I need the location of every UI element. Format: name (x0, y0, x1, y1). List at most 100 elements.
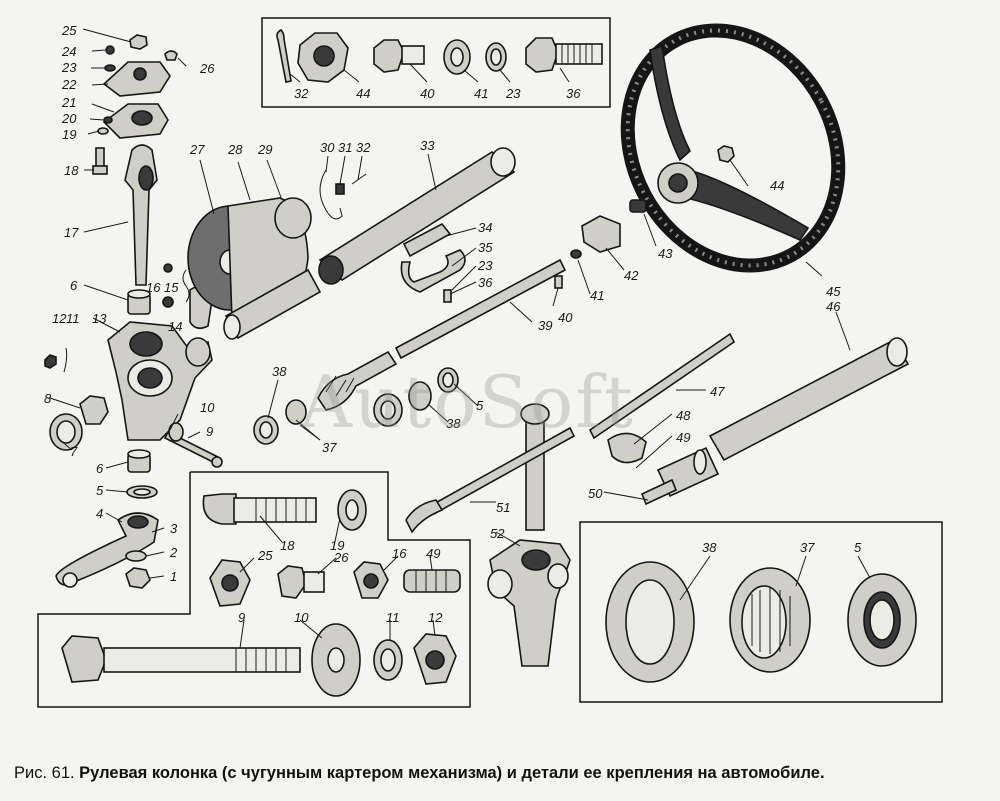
spring-washer-part-11-inset (373, 639, 403, 681)
label-38-mid: 38 (446, 416, 461, 431)
bolt-part-40-mid (554, 275, 563, 289)
washer-part-41 (443, 39, 471, 75)
clip-part-31 (335, 183, 345, 195)
label-40-top: 40 (420, 86, 435, 101)
label-41-mid: 41 (590, 288, 604, 303)
bolt-part-50-shaft (640, 478, 678, 506)
shaft-part-17 (124, 144, 158, 286)
washer-part-19-inset (337, 489, 367, 531)
label-15: 15 (164, 280, 179, 295)
bearing-part-38-pair (373, 393, 403, 427)
label-33: 33 (420, 138, 435, 153)
shaft-part-39 (394, 258, 567, 360)
label-27: 27 (189, 142, 205, 157)
cover-part-22 (102, 61, 171, 97)
bolt-part-18-inset (202, 493, 317, 525)
label-29: 29 (257, 142, 272, 157)
inset-box-bottom-left-fasteners (37, 471, 471, 708)
spring-part-30 (319, 169, 343, 220)
bushing-part-43 (629, 199, 647, 213)
label-26-inset: 26 (333, 550, 349, 565)
cotter-pin-part-32 (276, 29, 292, 83)
universal-joint-housing-part-52 (487, 539, 571, 667)
label-36-top: 36 (566, 86, 581, 101)
label-7: 7 (70, 444, 78, 459)
shaft-part-47 (588, 332, 736, 440)
label-1: 1 (170, 569, 177, 584)
label-13: 13 (92, 311, 107, 326)
worm-shaft-part (317, 350, 398, 411)
oil-seal-part-5-inset (847, 573, 917, 667)
label-50: 50 (588, 486, 603, 501)
boss-part-29 (274, 197, 312, 239)
bolt-part-26 (164, 50, 178, 61)
washer-part-10-small (168, 422, 184, 442)
label-5-inset: 5 (854, 540, 862, 555)
washer-part-10-inset (311, 623, 361, 697)
label-46: 46 (826, 299, 841, 314)
label-17: 17 (64, 225, 79, 240)
bolt-part-18 (92, 147, 108, 175)
label-48: 48 (676, 408, 691, 423)
steering-wheel-part-45 (620, 23, 846, 273)
label-18-inset: 18 (280, 538, 295, 553)
flange-part-21 (102, 103, 169, 139)
nut-part-41-mid (570, 249, 582, 259)
label-49: 49 (676, 430, 690, 445)
nut-part-12-small (44, 354, 57, 369)
nut-part-16-inset (353, 561, 389, 599)
label-45: 45 (826, 284, 841, 299)
plug-part-8 (79, 395, 109, 425)
nut-part-25-inset (209, 559, 251, 607)
label-40-mid: 40 (558, 310, 573, 325)
label-8: 8 (44, 391, 52, 406)
washer-part-19 (97, 127, 109, 135)
label-5: 5 (96, 483, 104, 498)
label-32-top: 32 (294, 86, 309, 101)
bolt-part-26-inset (277, 565, 325, 599)
label-36-mid: 36 (478, 275, 493, 290)
label-43: 43 (658, 246, 673, 261)
label-37-inset: 37 (800, 540, 815, 555)
label-4: 4 (96, 506, 103, 521)
label-47: 47 (710, 384, 725, 399)
pin-part-32 (351, 173, 367, 185)
bolt-part-36-mid (443, 289, 452, 303)
label-38-inset: 38 (702, 540, 717, 555)
label-6-lower: 6 (96, 461, 104, 476)
label-28: 28 (227, 142, 243, 157)
label-51: 51 (496, 500, 510, 515)
gearbox-housing-part-13 (107, 321, 213, 441)
label-9: 9 (206, 424, 213, 439)
label-12: 12 (52, 311, 67, 326)
inset-box-top-fasteners (261, 17, 611, 108)
tube-part-46 (708, 337, 910, 462)
label-12-inset: 12 (428, 610, 443, 625)
castle-nut-part-44 (297, 32, 349, 83)
label-30: 30 (320, 140, 335, 155)
label-52: 52 (490, 526, 505, 541)
seal-part-7 (49, 413, 83, 451)
bearing-part-37-mid (285, 399, 307, 425)
label-10: 10 (200, 400, 215, 415)
callout-labels: 25 24 23 22 21 20 19 18 26 17 6 16 15 14… (44, 23, 862, 625)
label-23: 23 (61, 60, 77, 75)
steering-shaft-long-part (405, 426, 576, 534)
seal-part-5-small (126, 485, 158, 499)
label-16: 16 (146, 280, 161, 295)
nut-part-12-inset (413, 633, 457, 685)
label-44-top: 44 (356, 86, 370, 101)
label-42: 42 (624, 268, 639, 283)
bracket-part-35 (400, 249, 466, 293)
clamp-part-42 (581, 215, 621, 253)
label-25-inset: 25 (257, 548, 273, 563)
lower-tube-part (223, 268, 322, 340)
label-14: 14 (168, 319, 182, 334)
label-11-inset: 11 (386, 610, 400, 625)
label-10-inset: 10 (294, 610, 309, 625)
label-25: 25 (61, 23, 77, 38)
nuts-part-16-small (162, 263, 174, 308)
label-41-top: 41 (474, 86, 488, 101)
bushing-part-49-inset (403, 569, 461, 593)
